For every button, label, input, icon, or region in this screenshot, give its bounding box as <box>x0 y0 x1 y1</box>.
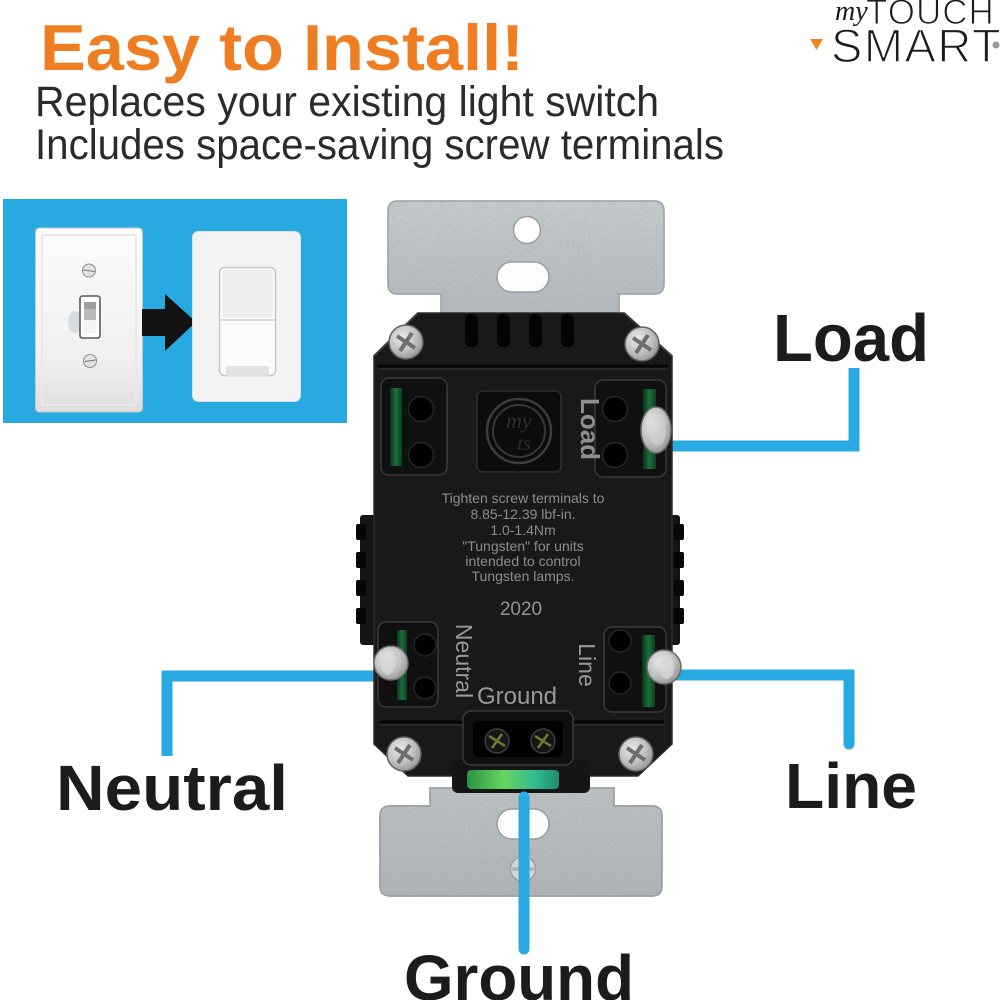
svg-text:Ground: Ground <box>404 942 634 1000</box>
svg-text:Ground: Ground <box>477 683 557 710</box>
svg-text:Load: Load <box>773 301 929 376</box>
svg-text:"Tungsten" for units: "Tungsten" for units <box>462 538 583 554</box>
svg-text:Load: Load <box>575 398 605 460</box>
svg-text:Tighten screw terminals to: Tighten screw terminals to <box>442 490 605 506</box>
svg-text:Replaces your existing light s: Replaces your existing light switch <box>35 78 659 126</box>
svg-text:Line: Line <box>574 643 600 686</box>
svg-text:ts: ts <box>517 433 531 455</box>
svg-text:Easy to Install!: Easy to Install! <box>40 11 524 84</box>
svg-text:TOUCH: TOUCH <box>866 0 995 32</box>
svg-text:SMART: SMART <box>831 19 1000 72</box>
svg-text:Tungsten lamps.: Tungsten lamps. <box>472 568 575 584</box>
svg-text:8.85-12.39 lbf-in.: 8.85-12.39 lbf-in. <box>470 506 575 522</box>
svg-text:my: my <box>835 0 868 27</box>
svg-text:Neutral: Neutral <box>451 624 477 698</box>
svg-text:intended to control: intended to control <box>465 553 580 569</box>
svg-text:1.0-1.4Nm: 1.0-1.4Nm <box>490 522 555 538</box>
svg-text:Neutral: Neutral <box>56 752 288 824</box>
svg-text:Includes space-saving screw te: Includes space-saving screw terminals <box>35 121 724 169</box>
svg-text:my: my <box>506 408 532 433</box>
svg-text:2020: 2020 <box>500 599 542 620</box>
svg-text:Line: Line <box>785 750 917 822</box>
